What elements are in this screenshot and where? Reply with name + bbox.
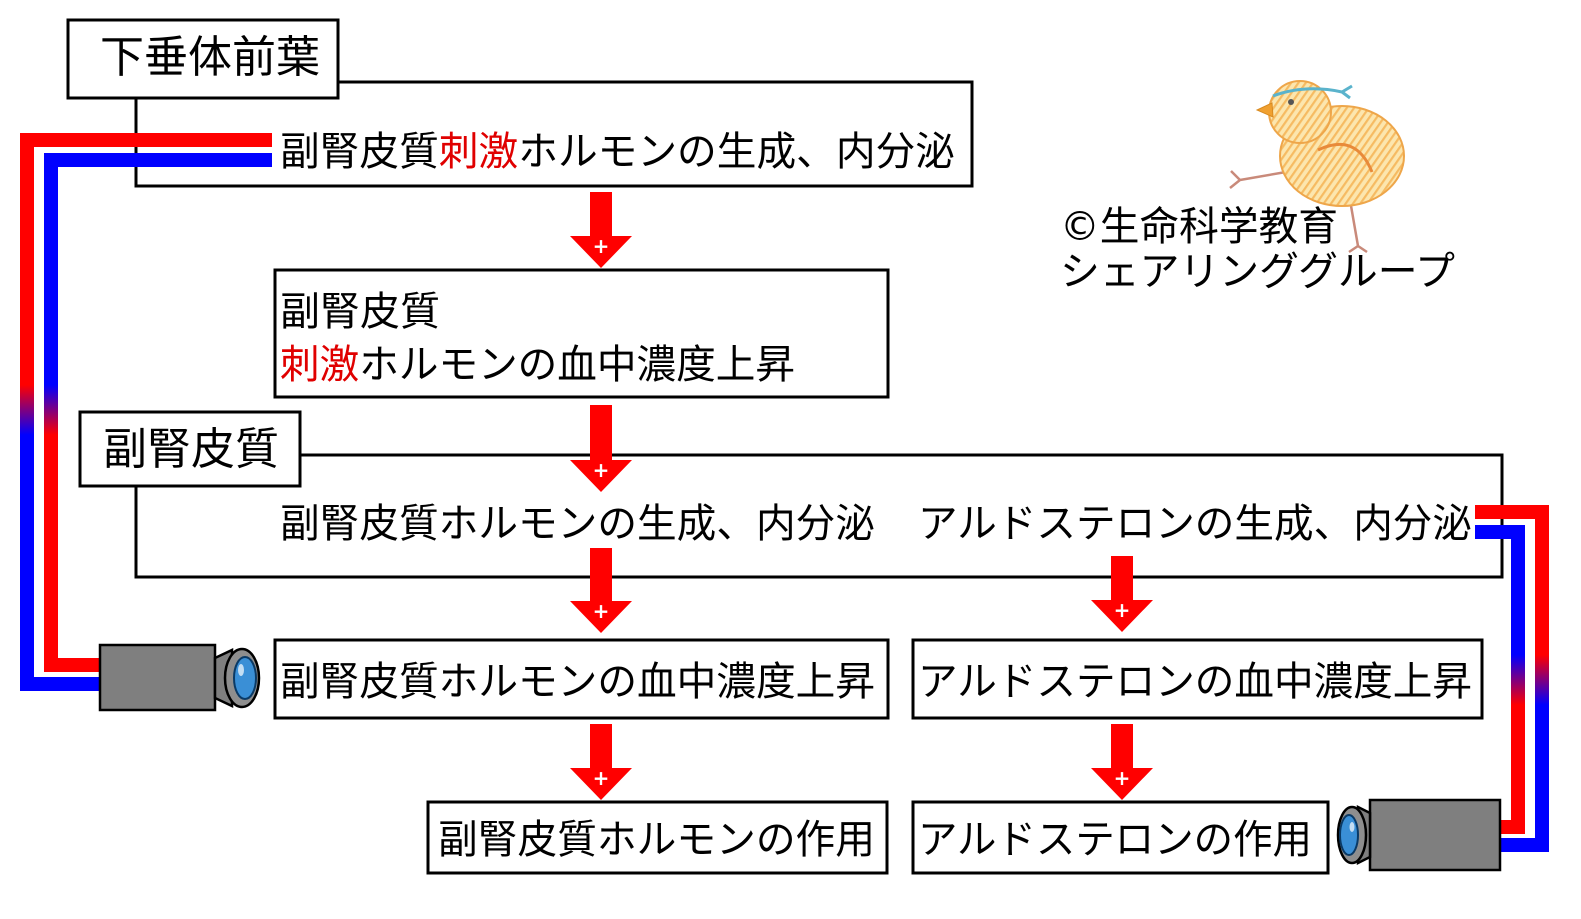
cortisol-secretion-label: 副腎皮質ホルモンの生成、内分泌 <box>280 501 875 547</box>
acth-blood-level-line1: 副腎皮質 <box>280 289 440 335</box>
pituitary-box <box>66 18 340 100</box>
aldosterone-action-box <box>911 800 1330 875</box>
camera-body <box>1368 798 1502 872</box>
aldosterone-blood-level-box <box>911 638 1484 720</box>
copyright-line2: シェアリンググループ <box>1060 249 1455 295</box>
chick-headband <box>1272 84 1353 100</box>
plus-sign: + <box>593 234 610 258</box>
plus-sign: + <box>1114 766 1131 790</box>
down-arrow-icon <box>1091 556 1153 632</box>
feedback-line-left-outer <box>20 133 272 691</box>
adrenal-secretion-box <box>134 453 1504 579</box>
camera-lens-highlight <box>1349 822 1355 832</box>
aldosterone-action-label: アルドステロンの作用 <box>918 817 1312 863</box>
down-arrow-icon <box>570 548 632 633</box>
down-arrow-icon <box>1091 724 1153 800</box>
plus-sign: + <box>593 766 610 790</box>
acth-production-highlight: 刺激 <box>439 129 518 175</box>
plus-sign: + <box>1114 598 1131 622</box>
arrow-cortisol-to-action: + <box>570 724 632 800</box>
acth-production-label: 副腎皮質刺激ホルモンの生成、内分泌 <box>280 129 955 175</box>
plus-sign: + <box>593 599 610 623</box>
cortisol-blood-level-box <box>273 638 890 720</box>
chick-illustration <box>1229 80 1405 254</box>
arrow-cortisol-to-blood: + <box>570 548 632 633</box>
adrenal-cortex-label: 副腎皮質 <box>103 424 279 475</box>
acth-production-prefix: 副腎皮質 <box>280 129 439 175</box>
acth-production-suffix: ホルモンの生成、内分泌 <box>518 129 955 175</box>
chick-eye <box>1288 99 1294 105</box>
adrenal-cortex-box <box>78 410 302 488</box>
arrow-aldosterone-to-blood: + <box>1091 556 1153 632</box>
chick-leg-left <box>1229 170 1287 189</box>
arrow-aldosterone-to-action: + <box>1091 724 1153 800</box>
aldosterone-secretion-label: アルドステロンの生成、内分泌 <box>918 501 1472 547</box>
cortisol-action-box <box>426 800 889 875</box>
down-arrow-icon <box>570 192 632 268</box>
acth-blood-level-highlight: 刺激 <box>280 342 359 388</box>
pituitary-label: 下垂体前葉 <box>100 32 320 83</box>
cortisol-action-label: 副腎皮質ホルモンの作用 <box>438 817 875 863</box>
camera-body <box>98 643 217 712</box>
camera-lens-glass <box>1339 814 1359 856</box>
chick-wing <box>1317 142 1374 173</box>
chick-leg-right <box>1348 199 1368 254</box>
arrow-blood-to-adrenal: + <box>570 405 632 492</box>
chick-beak <box>1255 102 1274 118</box>
arrow-acth-to-blood: + <box>570 192 632 268</box>
aldosterone-blood-level-label: アルドステロンの血中濃度上昇 <box>918 659 1472 705</box>
camera-lens-glass <box>233 656 257 700</box>
down-arrow-icon <box>570 724 632 800</box>
cortisol-blood-level-label: 副腎皮質ホルモンの血中濃度上昇 <box>280 659 875 705</box>
acth-blood-level-suffix: ホルモンの血中濃度上昇 <box>359 342 795 388</box>
feedback-line-left-inner <box>44 153 272 672</box>
camera-lens-highlight <box>238 664 244 676</box>
plus-sign: + <box>593 458 610 482</box>
feedback-line-right-inner <box>1475 525 1525 834</box>
copyright-line1: ©生命科学教育 <box>1060 204 1338 250</box>
down-arrow-icon <box>570 405 632 492</box>
acth-blood-level-line2: 刺激ホルモンの血中濃度上昇 <box>280 342 795 388</box>
camera-icon <box>98 643 261 712</box>
feedback-line-right-outer <box>1475 505 1549 852</box>
acth-blood-level-box <box>273 268 890 399</box>
camera-icon <box>1336 798 1502 872</box>
